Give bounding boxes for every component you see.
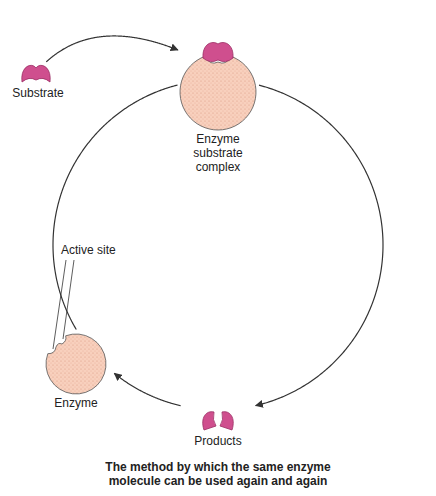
cycle-arrow <box>46 36 178 62</box>
figure-node: Enzyme <box>38 330 114 410</box>
node-label: Substrate <box>6 86 70 100</box>
substrate-shape <box>22 65 50 82</box>
product-shape <box>203 412 216 430</box>
cycle-arrow <box>114 373 180 405</box>
node-label: Products <box>181 434 255 448</box>
product-shape <box>220 412 233 430</box>
figure-node: Enzyme substrate complex <box>178 40 258 174</box>
figure-node: Substrate <box>6 62 70 100</box>
substrate-shape <box>203 43 233 62</box>
cycle-arrow <box>256 85 383 405</box>
caption: The method by which the same enzyme mole… <box>88 460 348 488</box>
node-label: Enzyme substrate complex <box>178 132 258 174</box>
cycle-arrow <box>53 85 178 330</box>
leader-line <box>63 260 74 339</box>
leader-line <box>53 260 66 349</box>
callout-label: Active site <box>60 243 117 257</box>
enzyme-shape <box>46 334 106 394</box>
node-label: Enzyme <box>38 396 114 410</box>
enzyme-shape <box>180 56 256 130</box>
figure-node: Products <box>181 402 255 448</box>
